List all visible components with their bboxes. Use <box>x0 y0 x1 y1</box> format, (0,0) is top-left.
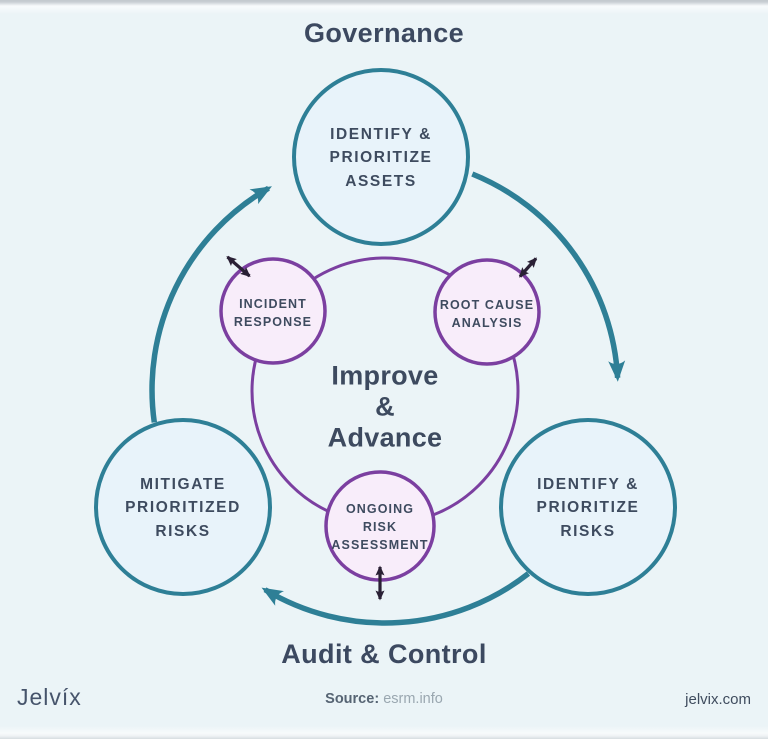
source-line: Source: esrm.info <box>0 691 768 707</box>
source-value: esrm.info <box>383 691 443 707</box>
circle-root-cause-analysis <box>433 258 541 366</box>
label-identify-prioritize-risks: IDENTIFY & PRIORITIZE RISKS <box>536 476 640 540</box>
cycle-arc-right-to-left <box>261 571 531 626</box>
circle-identify-prioritize-risks <box>499 418 677 596</box>
label-identify-prioritize-assets: IDENTIFY & PRIORITIZE ASSETS <box>329 126 433 190</box>
source-label: Source: <box>325 691 380 707</box>
double-arrow-incident-response-icon <box>226 255 251 278</box>
label-ongoing-risk-assessment: ONGOING RISK ASSESSMENT <box>331 501 429 553</box>
jelvix-logo: Jelvíx <box>17 684 82 710</box>
circle-identify-prioritize-assets <box>292 68 470 246</box>
label-mitigate-prioritized-risks: MITIGATE PRIORITIZED RISKS <box>125 476 241 540</box>
jelvix-site-link: jelvix.com <box>685 691 751 708</box>
label-incident-response: INCIDENT RESPONSE <box>233 296 313 329</box>
cycle-arc-left-to-top <box>149 185 272 423</box>
audit-control-title: Audit & Control <box>281 639 487 669</box>
label-root-cause-analysis: ROOT CAUSE ANALYSIS <box>439 297 535 330</box>
governance-title: Governance <box>303 18 465 48</box>
circle-mitigate-prioritized-risks <box>94 418 272 596</box>
circle-incident-response <box>219 257 327 365</box>
cycle-arc-top-to-right <box>471 171 626 382</box>
center-improve-advance-label: Improve & Advance <box>327 360 443 453</box>
double-arrow-root-cause-icon <box>518 257 538 278</box>
